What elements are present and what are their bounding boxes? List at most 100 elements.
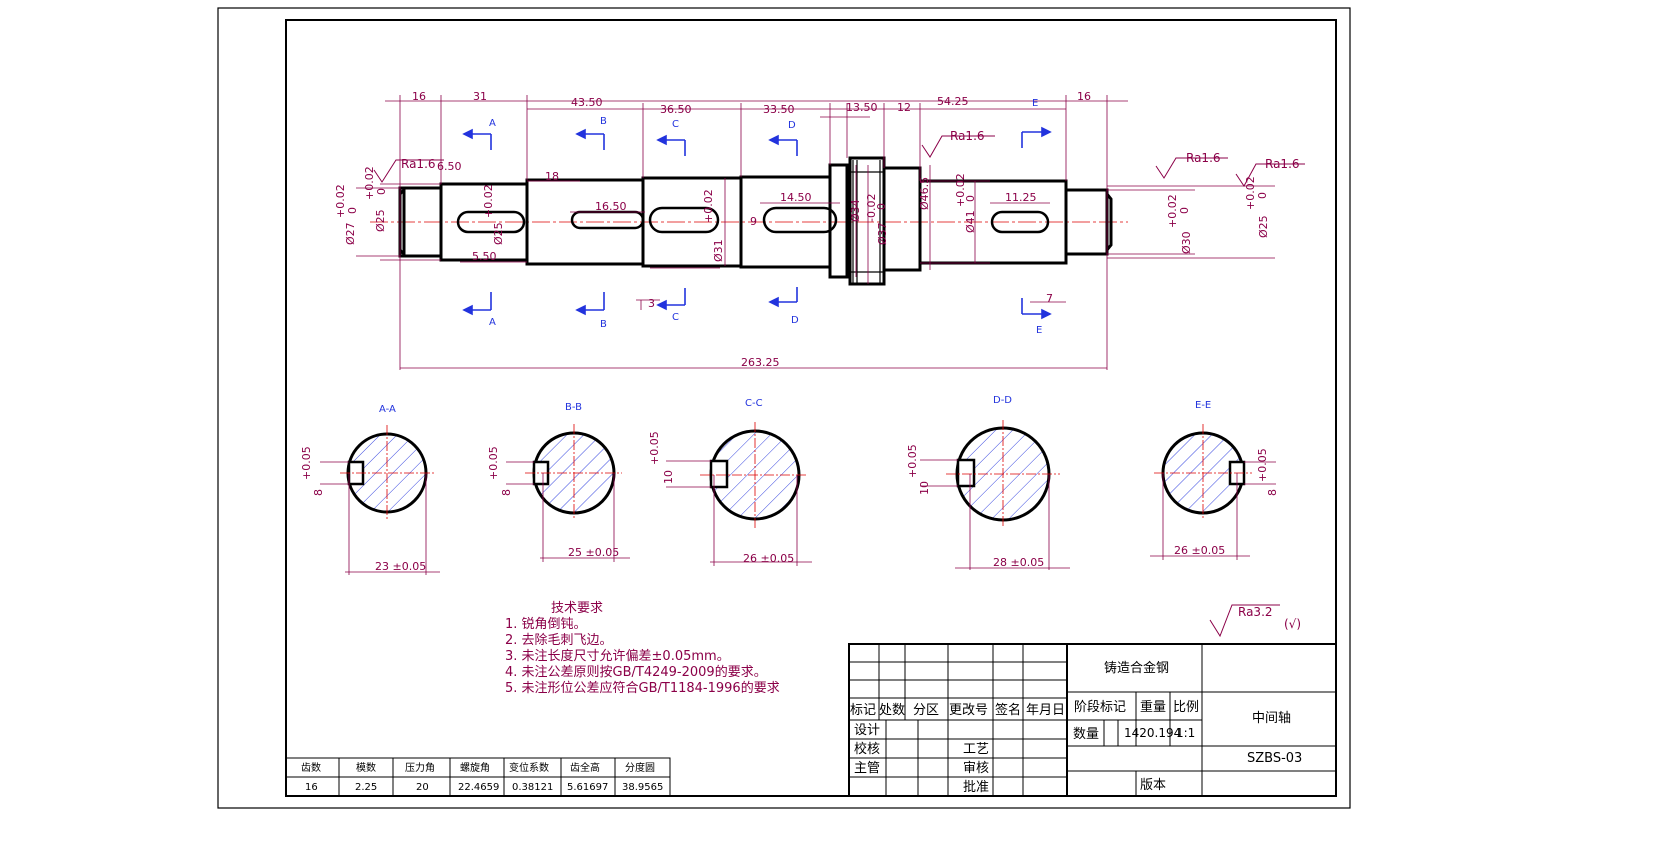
dim-dia-46: Ø46.5	[918, 177, 931, 210]
section-a-tol: +0.05	[300, 446, 313, 480]
tech-req-item-2: 2. 去除毛刺飞边。	[505, 633, 613, 648]
section-c-title: C-C	[745, 398, 763, 409]
tol-1-plus: +0.02	[334, 184, 347, 218]
dim-top-8: 54.25	[937, 95, 969, 108]
section-e	[1150, 424, 1276, 560]
gear-v-2: 2.25	[355, 782, 377, 793]
tb-left-label-1: 设计	[854, 723, 880, 738]
keyway-c	[648, 206, 720, 234]
tb-drawing-no: SZBS-03	[1247, 751, 1302, 766]
tech-req-title: 技术要求	[551, 601, 603, 616]
section-b-tol: +0.05	[487, 446, 500, 480]
shaft-keyways	[456, 206, 1050, 234]
tech-req-item-3: 3. 未注长度尺寸允许偏差±0.05mm。	[505, 648, 730, 664]
section-c-width: 26 ±0.05	[743, 552, 794, 565]
roughness-2: Ra1.6	[950, 129, 985, 143]
marker-e-top: E	[1032, 98, 1038, 109]
section-e-width: 26 ±0.05	[1174, 544, 1225, 557]
roughness-1: Ra1.6	[401, 157, 436, 171]
section-a-title: A-A	[379, 404, 396, 415]
tb-row-label-4: 更改号	[949, 703, 988, 718]
marker-a-top: A	[489, 118, 496, 129]
tol-3-plus: +0.02	[482, 184, 495, 218]
section-a	[320, 425, 440, 575]
dim-top-5: 33.50	[763, 103, 795, 116]
tol-5-zero: 0	[875, 203, 888, 210]
tb-row-label-6: 年月日	[1026, 703, 1065, 718]
tol-5-minus: -0.02	[865, 194, 878, 222]
dim-inner-7: 7	[1046, 292, 1053, 305]
section-c-tol: +0.05	[648, 431, 661, 465]
dim-top-9: 16	[1077, 90, 1091, 103]
section-d-width: 28 ±0.05	[993, 556, 1044, 569]
tb-mid-label-1: 工艺	[963, 742, 989, 757]
section-d	[920, 420, 1070, 570]
keyway-a	[456, 210, 526, 234]
roughness-symbols	[373, 135, 1305, 638]
marker-b-top: B	[600, 116, 607, 127]
tol-6-plus: +0.02	[954, 173, 967, 207]
marker-c-bottom: C	[672, 312, 679, 323]
gear-h-6: 齿全高	[570, 761, 600, 774]
section-e-title: E-E	[1195, 400, 1211, 411]
dim-dia-27: Ø27	[344, 222, 357, 245]
marker-d-bottom: D	[791, 315, 799, 326]
gear-h-2: 模数	[356, 761, 376, 774]
tol-4-plus: +0.02	[702, 189, 715, 223]
dim-top-7: 12	[897, 101, 911, 114]
shaft-outline	[398, 156, 1113, 286]
dim-top-6: 13.50	[846, 101, 878, 114]
outer-border	[217, 7, 1351, 809]
dim-inner-2: 18	[545, 170, 559, 183]
gear-h-7: 分度圆	[625, 761, 655, 774]
shaft-view: A A B B C C D D E E 16 31 43.50 36.50 33…	[334, 90, 1305, 638]
tech-req-item-1: 1. 锐角倒钝。	[505, 617, 587, 632]
tb-mid-label-2: 审核	[963, 761, 989, 776]
keyway-e	[990, 210, 1050, 234]
tb-row-label-1: 标记	[850, 703, 876, 718]
tol-7-plus: +0.02	[1166, 194, 1179, 228]
dim-dia-25-right: Ø25	[1257, 215, 1270, 238]
tech-requirements: 技术要求 1. 锐角倒钝。 2. 去除毛刺飞边。 3. 未注长度尺寸允许偏差±0…	[505, 601, 780, 696]
section-b-title: B-B	[565, 402, 582, 413]
tol-2-zero: 0	[375, 188, 388, 195]
dim-inner-3: 16.50	[595, 200, 627, 213]
dim-top-4: 36.50	[660, 103, 692, 116]
gear-param-table: 齿数 模数 压力角 螺旋角 变位系数 齿全高 分度圆 16 2.25 20 22…	[285, 757, 671, 797]
section-a-key: 8	[312, 489, 325, 496]
dim-top-1: 16	[412, 90, 426, 103]
gear-h-4: 螺旋角	[460, 761, 490, 774]
tol-8-zero: 0	[1256, 192, 1269, 199]
tol-6-zero: 0	[964, 195, 977, 202]
gear-v-6: 5.61697	[567, 782, 608, 793]
tb-weight-value: 1420.194	[1124, 726, 1181, 740]
keyway-d	[762, 206, 838, 234]
keyway-b	[570, 210, 645, 230]
dim-dia-37: Ø37	[876, 222, 889, 245]
tb-part-name: 中间轴	[1252, 711, 1291, 726]
marker-e-bottom: E	[1036, 325, 1042, 336]
dim-dia-34: Ø34	[849, 199, 862, 222]
gear-teeth	[850, 160, 884, 284]
tb-left-label-2: 校核	[854, 741, 880, 757]
tol-8-plus: +0.02	[1244, 176, 1257, 210]
section-d-tol: +0.05	[906, 444, 919, 478]
tb-weight-label: 重量	[1140, 699, 1166, 715]
section-markers	[462, 126, 1052, 320]
dim-dia-30: Ø30	[1180, 231, 1193, 254]
dim-top-2: 31	[473, 90, 487, 103]
roughness-general-paren: (√)	[1284, 617, 1301, 631]
gear-v-5: 0.38121	[512, 782, 553, 793]
gear-v-7: 38.9565	[622, 782, 663, 793]
dim-dia-31: Ø31	[712, 239, 725, 262]
dim-inner-8: 5.50	[472, 250, 497, 263]
section-b-key: 8	[500, 489, 513, 496]
dim-inner-9: 3	[648, 297, 655, 310]
gear-h-3: 压力角	[405, 761, 435, 774]
section-b	[506, 424, 630, 562]
section-d-title: D-D	[993, 395, 1012, 406]
section-c-key: 10	[662, 470, 675, 484]
gear-v-1: 16	[305, 782, 318, 793]
roughness-general: Ra3.2	[1238, 605, 1273, 619]
